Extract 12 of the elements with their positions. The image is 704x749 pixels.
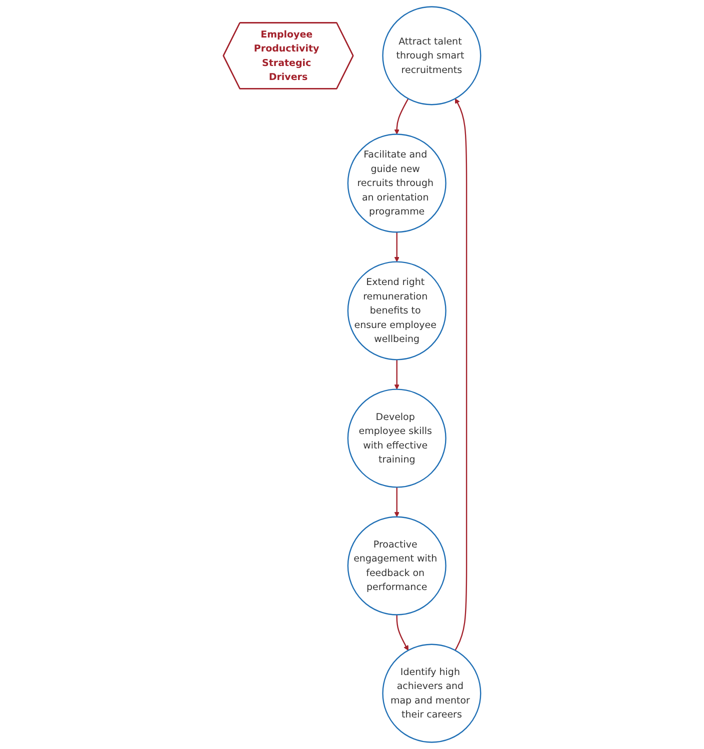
arrow: [394, 232, 400, 262]
node-circle: Develop employee skills with effective training: [347, 388, 446, 488]
arrow: [394, 360, 400, 390]
node-circle: Facilitate and guide new recruits through an orientation programme: [347, 134, 446, 233]
arrow: [394, 98, 409, 134]
node-circle: Identify high achievers and map and mentor their careers: [382, 644, 482, 743]
node-circle: Attract talent through smart recruitments: [382, 6, 482, 106]
arrow: [454, 98, 468, 651]
arrow: [394, 487, 400, 518]
node-circle: Proactive engagement with feedback on performance: [347, 516, 446, 616]
node-circle: Extend right remuneration benefits to ensure employee wellbeing: [347, 261, 446, 360]
arrow: [396, 614, 408, 651]
